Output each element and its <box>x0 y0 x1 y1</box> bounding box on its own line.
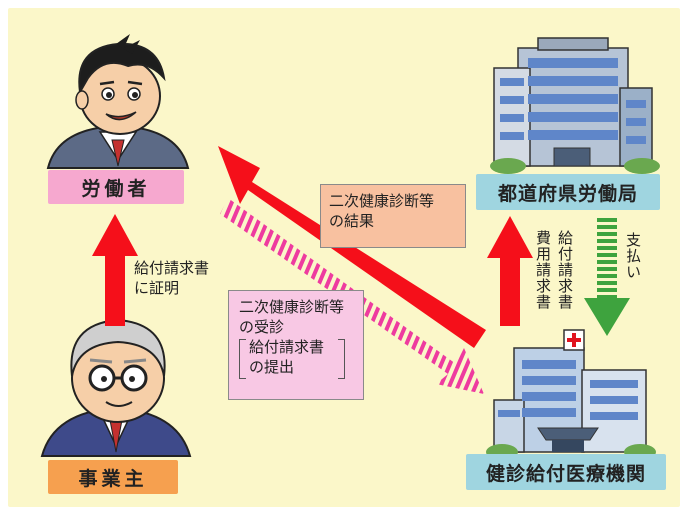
flow-diagram <box>40 34 660 460</box>
hospital-building-icon <box>486 329 656 460</box>
result-line-2: の結果 <box>329 212 375 230</box>
employer-box: 事業主 <box>48 460 178 494</box>
expense-claim-label: 費用請求書 <box>534 230 552 310</box>
office-building-icon <box>490 37 660 174</box>
result-box: 二次健康診断等 の結果 <box>320 184 466 248</box>
consultation-box: 二次健康診断等 の受診 給付請求書 の提出 <box>228 290 364 400</box>
payment-label: 支払い <box>624 232 642 280</box>
diagram-background: 労働者 事業主 都道府県労働局 健診給付医療機関 給付請求書 に証明 二次健康診… <box>8 8 680 507</box>
arrow-medical-to-bureau <box>487 216 533 326</box>
labor-bureau-box: 都道府県労働局 <box>476 174 660 210</box>
certification-line-1: 給付請求書 <box>134 259 210 277</box>
consultation-line-2: の受診 <box>239 318 285 336</box>
arrow-payment-to-medical <box>584 216 630 336</box>
employer-elder-icon <box>40 318 192 457</box>
consultation-bracket: 給付請求書 の提出 <box>239 337 353 379</box>
arrow-employer-to-worker <box>92 214 138 326</box>
consultation-line-4: の提出 <box>249 358 295 376</box>
consultation-line-1: 二次健康診断等 <box>239 298 345 316</box>
worker-person-icon <box>46 34 190 169</box>
medical-institution-box: 健診給付医療機関 <box>466 454 666 490</box>
result-line-1: 二次健康診断等 <box>329 192 435 210</box>
claim-form-label: 給付請求書 <box>556 230 574 310</box>
worker-box: 労働者 <box>48 170 184 204</box>
certification-line-2: に証明 <box>134 279 180 297</box>
certification-label: 給付請求書 に証明 <box>134 258 209 298</box>
consultation-line-3: 給付請求書 <box>249 338 325 356</box>
